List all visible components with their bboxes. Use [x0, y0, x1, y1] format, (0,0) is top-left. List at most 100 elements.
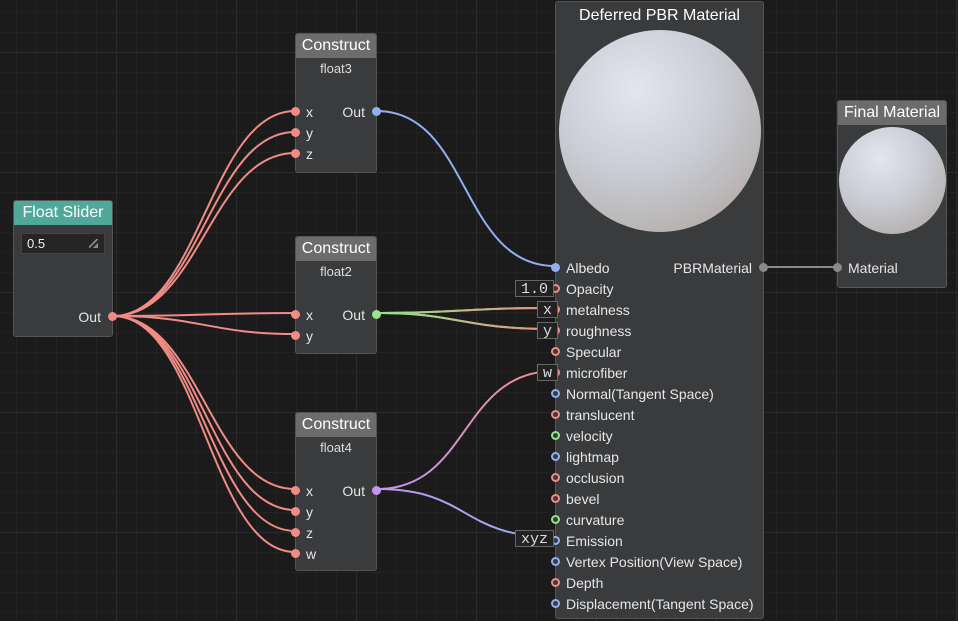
wire-slider-float4-w [112, 315, 296, 553]
input-pin-depth[interactable] [551, 578, 560, 587]
roughness-swizzle-tag: y [537, 322, 559, 340]
final-material-preview-sphere [839, 127, 946, 234]
wire-slider-float2-y [112, 315, 296, 335]
input-label-w: w [306, 546, 317, 562]
input-label-displacement: Displacement(Tangent Space) [566, 596, 754, 612]
output-label: Out [78, 309, 101, 325]
output-pin[interactable] [372, 107, 381, 116]
input-pin-translucent[interactable] [551, 410, 560, 419]
wire-slider-float2-x [112, 312, 296, 317]
node-title: Construct [296, 413, 376, 437]
input-label-emission: Emission [566, 533, 623, 549]
output-label: Out [342, 483, 365, 499]
input-label-normal: Normal(Tangent Space) [566, 386, 714, 402]
final-material-node[interactable]: Final Material Material [833, 100, 947, 288]
node-title: Construct [296, 237, 376, 261]
node-title: Float Slider [14, 201, 112, 225]
emission-swizzle-tag: xyz [515, 530, 555, 548]
input-label-metalness: metalness [566, 302, 630, 318]
input-pin-x[interactable] [291, 486, 300, 495]
output-label-pbrmaterial: PBRMaterial [673, 260, 752, 276]
output-pin[interactable] [108, 312, 117, 321]
input-pin-vertex-position[interactable] [551, 557, 560, 566]
input-pin-velocity[interactable] [551, 431, 560, 440]
node-title: Deferred PBR Material [556, 2, 763, 30]
input-pin-z[interactable] [291, 528, 300, 537]
input-label-y: y [306, 504, 313, 520]
wire-slider-float4-z [112, 315, 296, 532]
input-pin-specular[interactable] [551, 347, 560, 356]
wire-float2-roughness-tint [376, 312, 556, 330]
input-label-microfiber: microfiber [566, 365, 628, 381]
input-label-x: x [306, 307, 313, 323]
input-label-y: y [306, 328, 313, 344]
input-pin-y[interactable] [291, 331, 300, 340]
construct-float2-node[interactable]: Construct float2 x y Out [291, 236, 381, 354]
input-label-vertex-position: Vertex Position(View Space) [566, 554, 743, 570]
input-label-opacity: Opacity [566, 281, 614, 297]
deferred-pbr-material-node[interactable]: Deferred PBR Material PBRMaterial Albedo… [551, 1, 768, 619]
output-pin-pbrmaterial[interactable] [759, 263, 768, 272]
input-pin-material[interactable] [833, 263, 842, 272]
wire-slider-float3-y [112, 131, 296, 317]
input-label-curvature: curvature [566, 512, 625, 528]
input-pin-z[interactable] [291, 149, 300, 158]
input-label-depth: Depth [566, 575, 604, 591]
wire-slider-float3-z [112, 152, 296, 317]
input-pin-x[interactable] [291, 310, 300, 319]
input-pin-y[interactable] [291, 128, 300, 137]
wire-slider-float4-x [112, 315, 296, 490]
float-slider-node[interactable]: Float Slider 0.5 Out [13, 200, 117, 337]
wire-float2-metalness-tint [376, 307, 556, 314]
input-label-material: Material [848, 260, 898, 276]
input-pin-occlusion[interactable] [551, 473, 560, 482]
wire-float3-albedo [376, 110, 556, 267]
metalness-swizzle-tag: x [537, 301, 559, 319]
input-pin-y[interactable] [291, 507, 300, 516]
input-pin-lightmap[interactable] [551, 452, 560, 461]
output-label: Out [342, 104, 365, 120]
input-label-albedo: Albedo [566, 260, 610, 276]
node-title: Final Material [838, 101, 946, 125]
microfiber-swizzle-tag: w [537, 364, 559, 382]
wire-slider-float3-x [112, 110, 296, 317]
input-label-lightmap: lightmap [566, 449, 619, 465]
input-pin-curvature[interactable] [551, 515, 560, 524]
wire-float2-roughness [376, 312, 556, 330]
input-label-y: y [306, 125, 313, 141]
output-pin[interactable] [372, 310, 381, 319]
output-pin[interactable] [372, 486, 381, 495]
input-label-z: z [306, 525, 313, 541]
input-pin-albedo[interactable] [551, 263, 560, 272]
input-label-translucent: translucent [566, 407, 635, 423]
opacity-value-tag[interactable]: 1.0 [515, 280, 555, 298]
input-label-z: z [306, 146, 313, 162]
node-subtitle: float2 [320, 264, 352, 279]
input-label-x: x [306, 104, 313, 120]
input-label-velocity: velocity [566, 428, 613, 444]
wire-float2-metalness [376, 307, 556, 314]
input-label-bevel: bevel [566, 491, 600, 507]
float-slider-input[interactable]: 0.5 [21, 233, 105, 254]
input-pin-x[interactable] [291, 107, 300, 116]
input-label-specular: Specular [566, 344, 622, 360]
construct-float4-node[interactable]: Construct float4 x y z w Out [291, 412, 381, 571]
node-subtitle: float3 [320, 61, 352, 76]
input-pin-w[interactable] [291, 549, 300, 558]
wire-float4-microfiber [376, 370, 556, 490]
node-subtitle: float4 [320, 440, 352, 455]
input-pin-bevel[interactable] [551, 494, 560, 503]
input-pin-displacement[interactable] [551, 599, 560, 608]
slider-value: 0.5 [27, 236, 46, 251]
construct-float3-node[interactable]: Construct float3 x y z Out [291, 33, 381, 173]
material-preview-sphere [559, 30, 761, 232]
input-label-roughness: roughness [566, 323, 632, 339]
resize-grip-icon[interactable] [89, 239, 98, 248]
input-pin-normal[interactable] [551, 389, 560, 398]
output-label: Out [342, 307, 365, 323]
input-label-occlusion: occlusion [566, 470, 625, 486]
wire-slider-float4-y [112, 315, 296, 511]
node-title: Construct [296, 34, 376, 58]
input-label-x: x [306, 483, 313, 499]
